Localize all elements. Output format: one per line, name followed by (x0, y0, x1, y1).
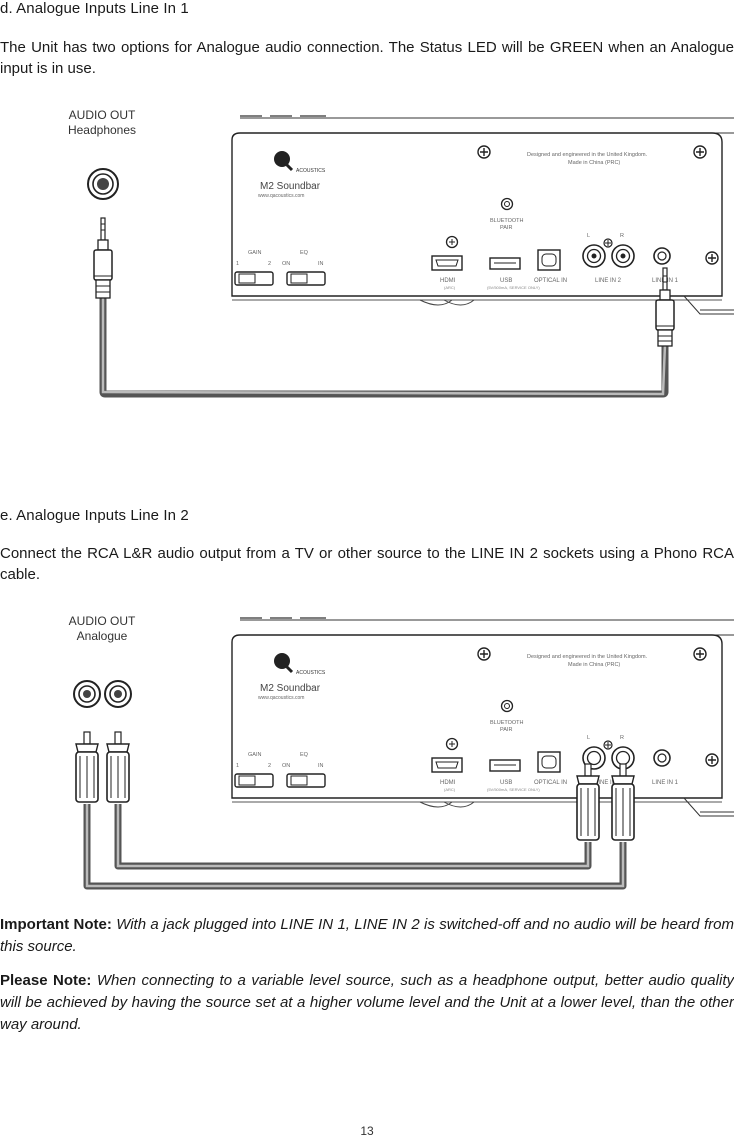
hdmi-label: HDMI (440, 780, 456, 786)
q-acoustics-logo: ACOUSTICS (274, 653, 326, 676)
designed-line1: Designed and engineered in the United Ki… (527, 152, 648, 158)
rca-plug-source-left (75, 731, 99, 803)
eq-switch (286, 271, 326, 286)
usb-label: USB (500, 278, 512, 284)
gain-label: GAIN (248, 250, 261, 256)
eq-label: EQ (300, 752, 309, 758)
hdmi-sub: (ARC) (444, 787, 456, 792)
website-text: www.qacoustics.com (258, 193, 304, 199)
model-text: M2 Soundbar (260, 181, 321, 192)
rca-plug-unit-right (611, 763, 635, 841)
optical-label: OPTICAL IN (534, 278, 567, 284)
gain-1-label: 1 (236, 261, 239, 267)
hdmi-port (431, 235, 463, 271)
important-note-label: Important Note: (0, 916, 112, 933)
brand-text: ACOUSTICS (296, 670, 326, 676)
eq-in-label: IN (318, 763, 324, 769)
rca-r-label: R (620, 233, 624, 239)
source-label-line1: AUDIO OUT (68, 614, 136, 628)
optical-label: OPTICAL IN (534, 780, 567, 786)
source-label-line2: Analogue (76, 629, 128, 643)
eq-label: EQ (300, 250, 309, 256)
screw-icon (477, 647, 719, 767)
gain-2-label: 2 (268, 261, 271, 267)
hdmi-label: HDMI (440, 278, 456, 284)
line-in-1-label: LINE IN 1 (652, 780, 679, 786)
headphones-source-label: AUDIO OUT Headphones (54, 108, 150, 138)
rca-cable-inner (114, 804, 592, 870)
line-in-1-socket (653, 749, 671, 767)
important-note: Important Note: With a jack plugged into… (0, 914, 734, 958)
line-in-1-diagram: ACOUSTICS M2 Soundbar www.qacoustics.com… (87, 115, 734, 398)
jack-plug-unit (655, 267, 675, 347)
headphone-socket (87, 168, 119, 200)
section-e-body: Connect the RCA L&R audio output from a … (0, 545, 734, 583)
usb-port (489, 759, 521, 772)
bluetooth-label-2: PAIR (500, 225, 512, 231)
brand-text: ACOUSTICS (296, 168, 326, 174)
gain-2-label: 2 (268, 763, 271, 769)
usb-label: USB (500, 780, 512, 786)
line-in-2-label: LINE IN 2 (595, 278, 622, 284)
designed-line2: Made in China (PRC) (568, 662, 620, 668)
eq-on-label: ON (282, 261, 290, 267)
usb-sub: (5V/500mA, SERVICE ONLY) (487, 787, 540, 792)
q-acoustics-logo: ACOUSTICS (274, 151, 326, 174)
panel-top-edge (240, 115, 734, 134)
jack-cable (99, 296, 669, 398)
source-label-line2: Headphones (67, 123, 137, 137)
gain-switch (234, 271, 274, 286)
bluetooth-label-1: BLUETOOTH (490, 218, 524, 224)
rca-plug-unit-left (576, 763, 600, 841)
gain-switch (234, 773, 274, 788)
bluetooth-pair-button (500, 197, 514, 211)
page-number: 13 (360, 1124, 374, 1138)
rca-cable-outer (83, 804, 627, 890)
bluetooth-label-1: BLUETOOTH (490, 720, 524, 726)
line-in-2-sockets (582, 238, 635, 268)
analogue-source-label: AUDIO OUT Analogue (54, 614, 150, 644)
important-note-text: With a jack plugged into LINE IN 1, LINE… (0, 916, 734, 955)
line-in-2-diagram: ACOUSTICS M2 Soundbar www.qacoustics.com… (73, 617, 734, 890)
bluetooth-pair-button (500, 699, 514, 713)
line-in-2-label: LINE IN 2 (595, 780, 622, 786)
screw-icon (477, 145, 719, 265)
please-note-text: When connecting to a variable level sour… (0, 972, 734, 1033)
model-text: M2 Soundbar (260, 683, 321, 694)
optical-port (537, 249, 561, 271)
section-e-heading: e. Analogue Inputs Line In 2 (0, 507, 189, 524)
usb-sub: (5V/500mA, SERVICE ONLY) (487, 285, 540, 290)
bluetooth-label-2: PAIR (500, 727, 512, 733)
section-d-body: The Unit has two options for Analogue au… (0, 39, 734, 77)
rca-source-sockets (73, 680, 132, 708)
panel-top-edge (240, 617, 734, 636)
jack-plug-source (93, 217, 113, 299)
please-note: Please Note: When connecting to a variab… (0, 970, 734, 1036)
eq-switch (286, 773, 326, 788)
rca-r-label: R (620, 735, 624, 741)
designed-line1: Designed and engineered in the United Ki… (527, 654, 648, 660)
eq-in-label: IN (318, 261, 324, 267)
please-note-label: Please Note: (0, 972, 92, 989)
rca-l-label: L (587, 735, 590, 741)
hdmi-port (431, 737, 463, 773)
gain-1-label: 1 (236, 763, 239, 769)
source-label-line1: AUDIO OUT (68, 108, 136, 122)
gain-label: GAIN (248, 752, 261, 758)
section-d-heading: d. Analogue Inputs Line In 1 (0, 0, 189, 17)
optical-port (537, 751, 561, 773)
eq-on-label: ON (282, 763, 290, 769)
website-text: www.qacoustics.com (258, 695, 304, 701)
line-in-1-socket (653, 247, 671, 265)
hdmi-sub: (ARC) (444, 285, 456, 290)
rca-l-label: L (587, 233, 590, 239)
usb-port (489, 257, 521, 270)
rca-plug-source-right (106, 731, 130, 803)
designed-line2: Made in China (PRC) (568, 160, 620, 166)
